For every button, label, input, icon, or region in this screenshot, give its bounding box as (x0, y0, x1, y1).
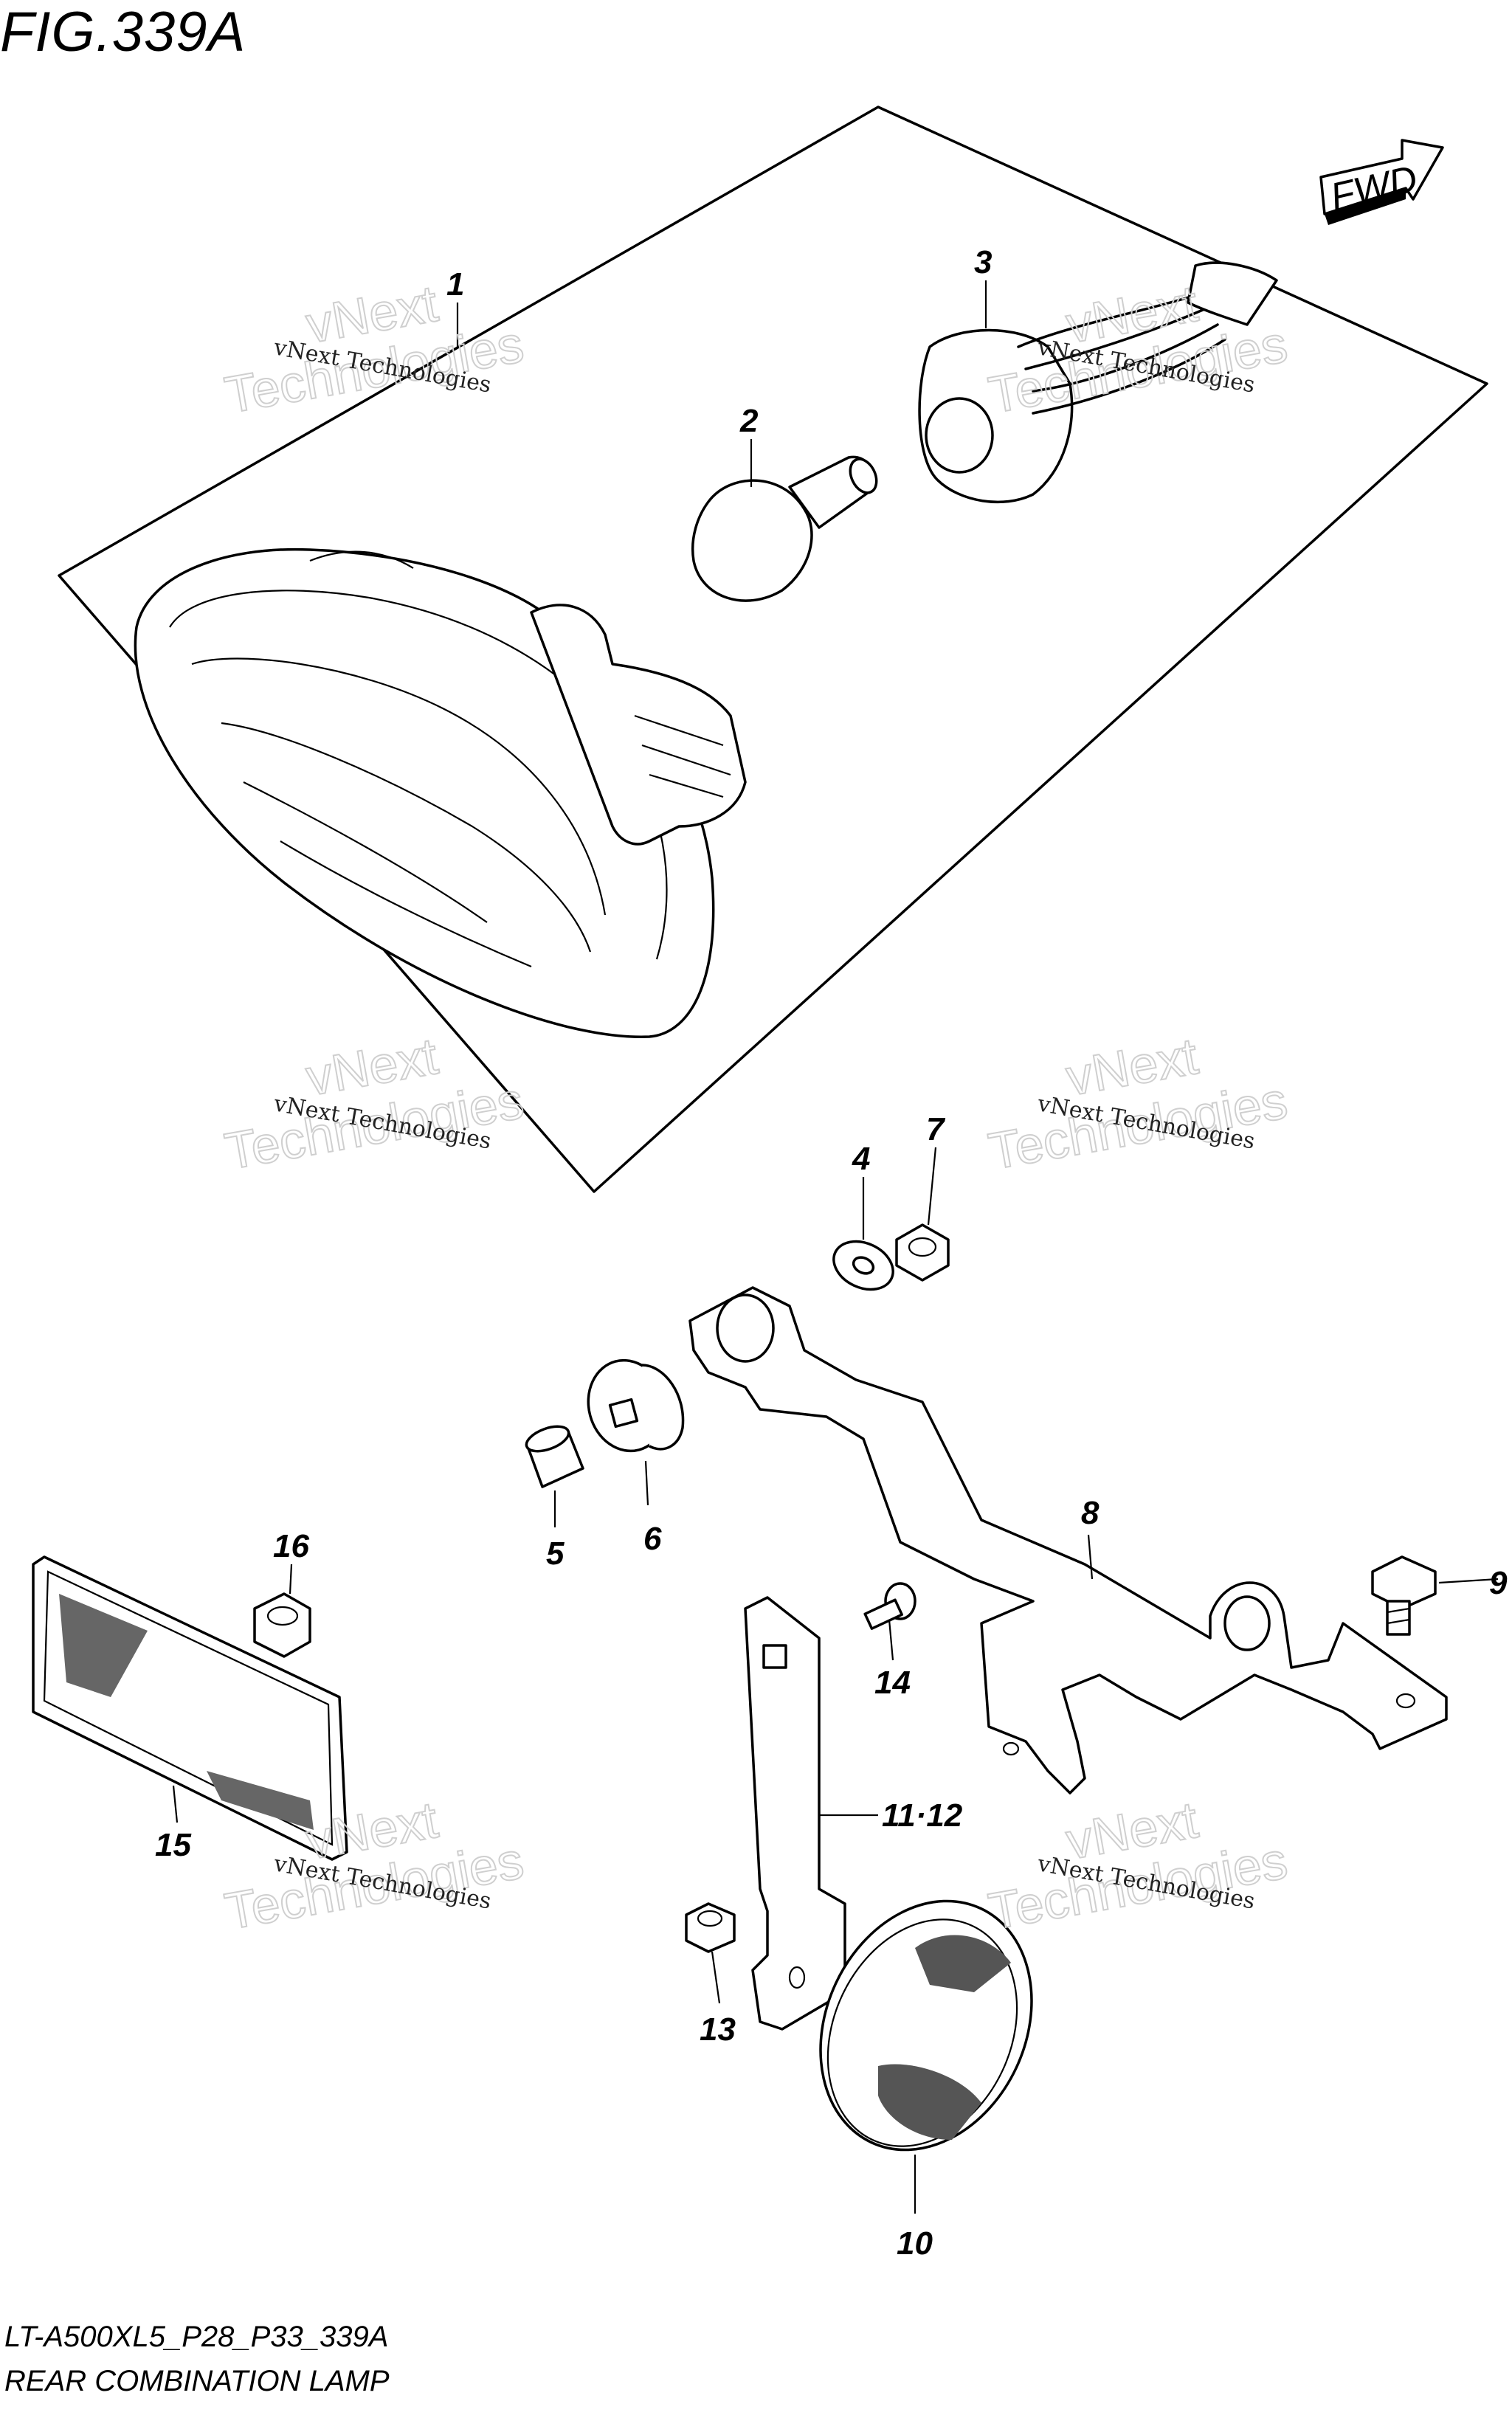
leader-lines (172, 280, 1499, 2214)
nut-16 (253, 1592, 311, 1658)
assembly-group-outline (58, 106, 1488, 1193)
callout-15: 15 (155, 1827, 191, 1863)
bracket (688, 1286, 1448, 1794)
nut-7 (895, 1223, 950, 1282)
callout-16: 16 (273, 1528, 309, 1564)
rectangular-reflector (32, 1555, 348, 1861)
watermark-top-left: vNext Technologies vNext Technologies (220, 274, 528, 425)
callout-3: 3 (974, 244, 992, 280)
watermark-mid-right: vNext Technologies vNext Technologies (984, 1026, 1292, 1181)
nut-13 (685, 1902, 736, 1953)
figure-code: LT-A500XL5_P28_P33_339A (4, 2321, 389, 2353)
figure-name: REAR COMBINATION LAMP (4, 2365, 390, 2397)
bulb (691, 455, 878, 602)
callout-10: 10 (897, 2225, 933, 2262)
bulb-socket (918, 261, 1278, 504)
callout-7: 7 (926, 1111, 946, 1147)
callout-8: 8 (1081, 1495, 1100, 1531)
callout-14: 14 (874, 1665, 911, 1701)
watermark-bottom-right: vNext Technologies vNext Technologies (984, 1790, 1292, 1941)
callout-5: 5 (546, 1536, 565, 1572)
washer (832, 1240, 894, 1291)
screw-14 (863, 1582, 916, 1630)
callout-13: 13 (700, 2011, 736, 2048)
callout-2: 2 (739, 403, 759, 439)
callout-6: 6 (643, 1521, 662, 1557)
reflector-bracket (744, 1596, 846, 2031)
callout-9: 9 (1489, 1565, 1508, 1601)
fwd-arrow: FWD (1319, 139, 1444, 225)
bolt-9 (1371, 1555, 1437, 1636)
round-reflector (819, 1899, 1033, 2152)
callout-1: 1 (446, 266, 464, 303)
callout-numbers: 1 2 3 4 7 5 6 8 9 10 11·12 13 14 15 16 (155, 244, 1508, 2262)
grommet (587, 1358, 685, 1453)
callout-4: 4 (852, 1141, 870, 1177)
figure-title: FIG.339A (0, 1, 246, 63)
watermark-mid-left: vNext Technologies vNext Technologies (220, 1026, 528, 1181)
collar (525, 1425, 584, 1488)
tail-lamp-housing (134, 547, 747, 1038)
fwd-label: FWD (1327, 158, 1421, 219)
callout-11-12: 11·12 (882, 1797, 963, 1834)
